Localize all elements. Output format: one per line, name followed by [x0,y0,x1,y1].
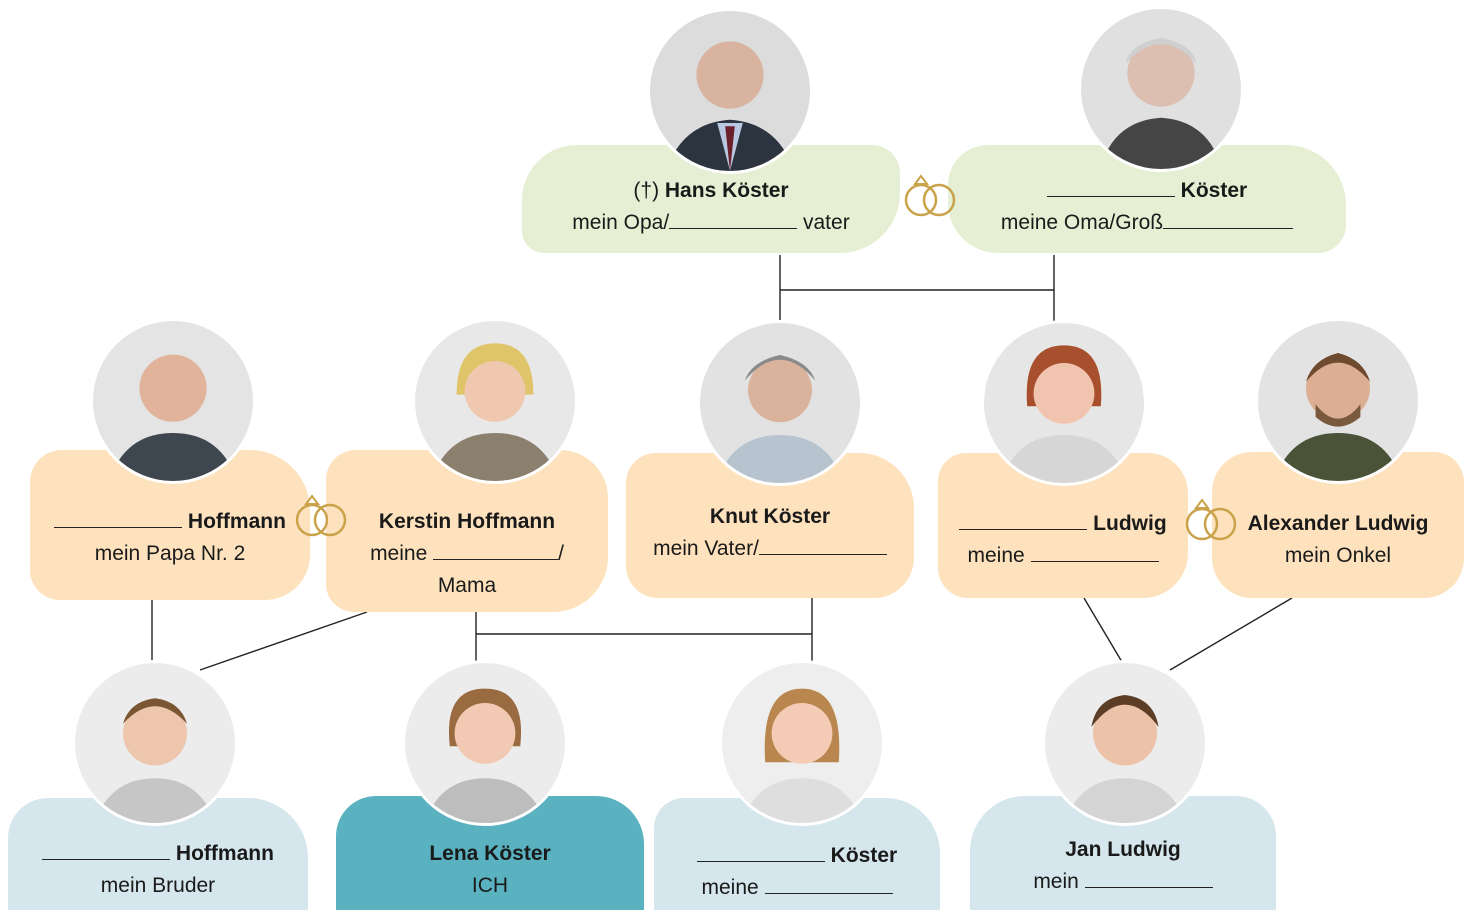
person-silhouette-icon [93,321,253,481]
photo-lena [402,660,568,826]
wedding-rings-icon [295,494,347,537]
blank-field[interactable] [959,509,1088,530]
card-bruder: Hoffmann mein Bruder [8,798,308,910]
blank-field[interactable] [758,534,887,555]
connector [199,611,368,671]
photo-papa2 [90,318,256,484]
blank-field[interactable] [42,839,171,860]
person-silhouette-icon [700,323,860,483]
blank-field[interactable] [1030,541,1159,562]
photo-schwester [719,660,885,826]
connector [1169,597,1293,671]
blank-field[interactable] [1163,208,1294,229]
photo-knut [697,320,863,486]
blank-field[interactable] [433,539,559,560]
person-silhouette-icon [405,663,565,823]
person-silhouette-icon [984,323,1144,483]
blank-field[interactable] [669,208,798,229]
person-silhouette-icon [415,321,575,481]
blank-field[interactable] [1084,867,1213,888]
photo-bruder [72,660,238,826]
photo-opa [647,8,813,174]
person-silhouette-icon [1081,9,1241,169]
connector [1083,597,1123,663]
blank-field[interactable] [1046,176,1175,197]
person-silhouette-icon [75,663,235,823]
person-silhouette-icon [1258,321,1418,481]
card-papa2: Hoffmann mein Papa Nr. 2 [30,450,310,600]
blank-field[interactable] [696,841,825,862]
person-silhouette-icon [722,663,882,823]
wedding-rings-icon [1185,498,1237,541]
blank-field[interactable] [764,873,893,894]
photo-alexander [1255,318,1421,484]
photo-jan [1042,660,1208,826]
photo-oma [1078,6,1244,172]
blank-field[interactable] [54,507,183,528]
person-silhouette-icon [650,11,810,171]
wedding-rings-icon [904,174,956,217]
photo-tante [981,320,1147,486]
photo-kerstin [412,318,578,484]
person-silhouette-icon [1045,663,1205,823]
